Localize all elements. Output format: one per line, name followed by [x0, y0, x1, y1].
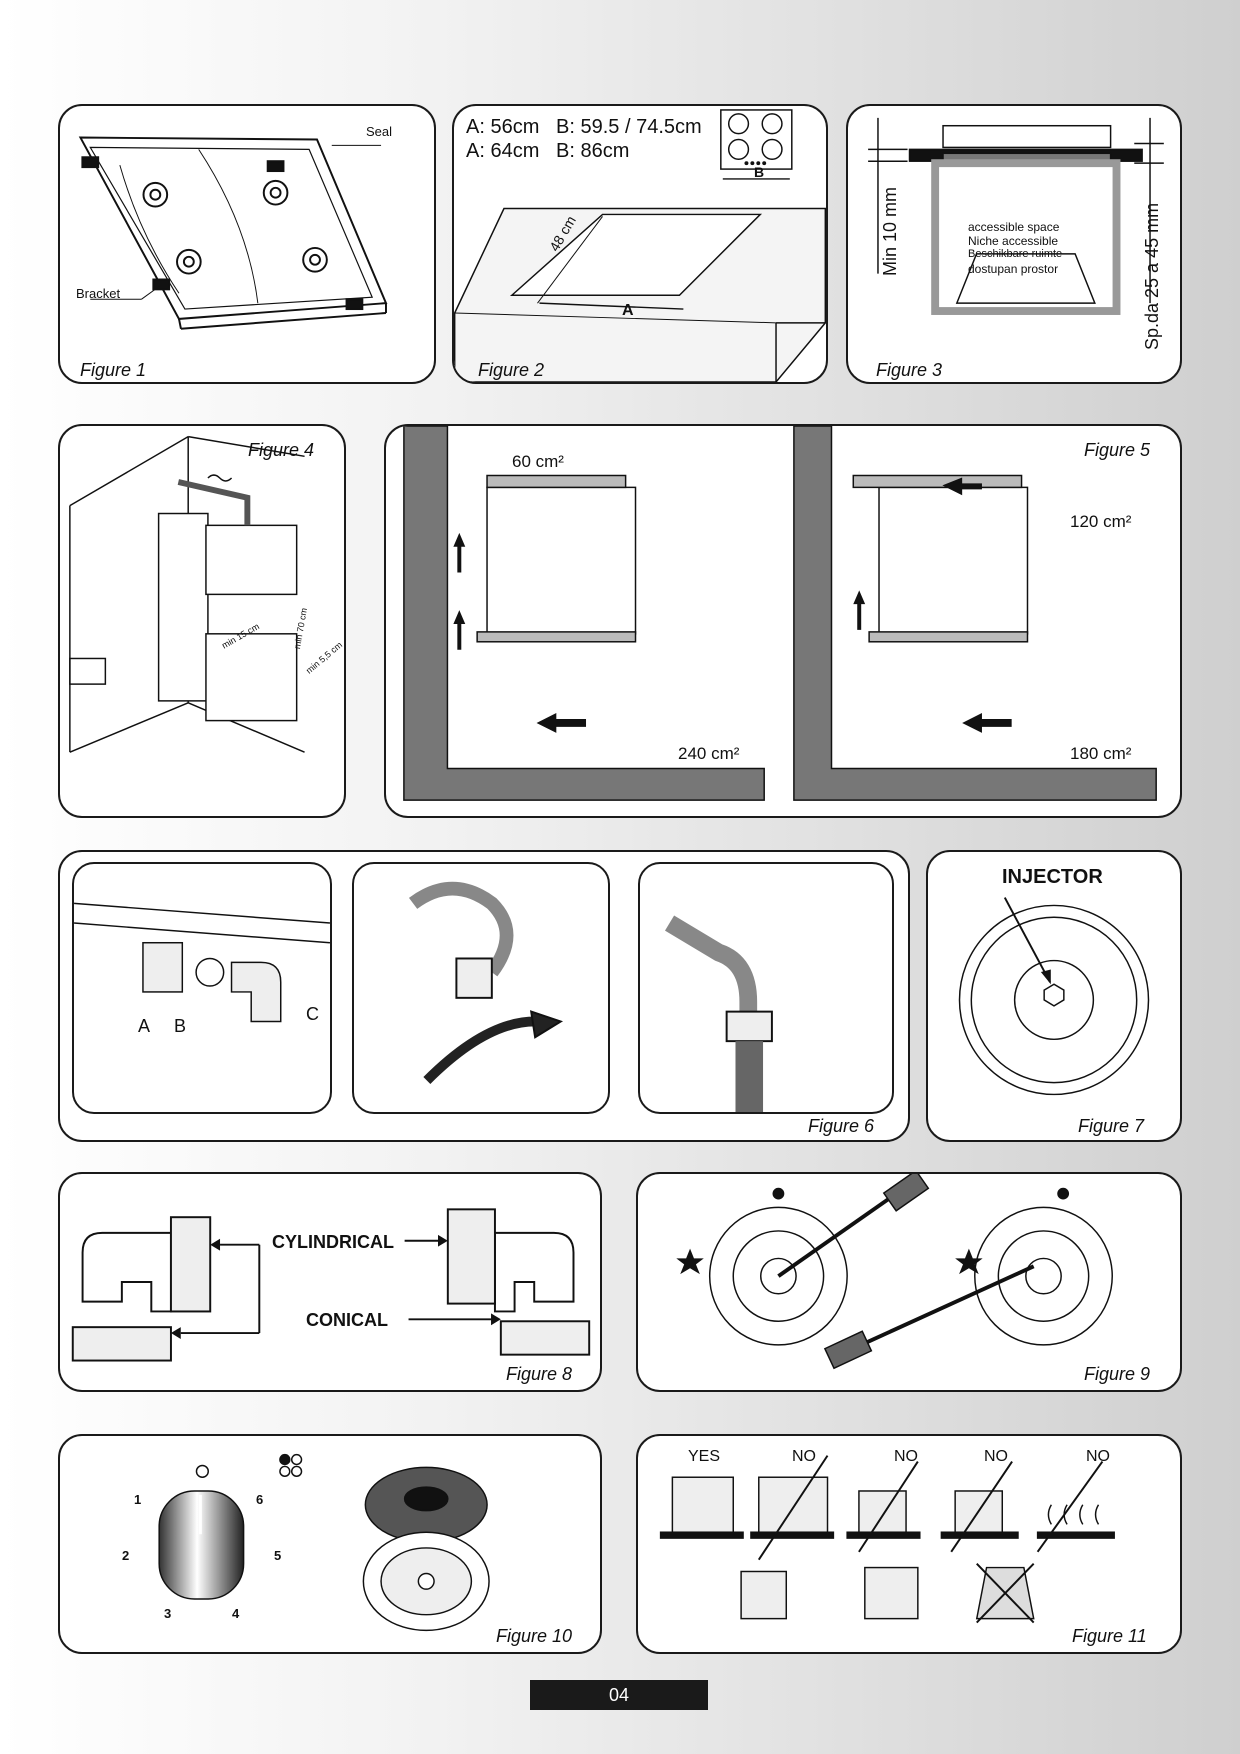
worktop-cutout-illustration: [454, 109, 826, 382]
space-line-4: dostupan prostor: [968, 262, 1059, 276]
figure-6-sub-3: [638, 862, 894, 1114]
dial-3: 3: [164, 1606, 172, 1621]
figure-5-caption: Figure 5: [1084, 440, 1151, 460]
conical-label: CONICAL: [306, 1310, 388, 1330]
wrench-tightening-illustration: [408, 881, 564, 1084]
niche-clearance-illustration: [868, 117, 1164, 315]
label-no-3: NO: [984, 1448, 1008, 1465]
figure-6-sub-2: [352, 862, 610, 1114]
sp-range-label: Sp.da 25 a 45 mm: [1142, 202, 1162, 350]
bracket-label: Bracket: [76, 286, 121, 301]
dial-2: 2: [122, 1548, 130, 1563]
page-number: 04: [530, 1680, 708, 1710]
seal-label: Seal: [366, 124, 393, 139]
label-no-4: NO: [1086, 1448, 1110, 1465]
right-bottom-area: 180 cm²: [1070, 744, 1132, 763]
figure-7-caption: Figure 7: [1078, 1116, 1145, 1136]
figure-10-panel: 1 2 3 4 5 6 Figure 10: [58, 1434, 602, 1654]
part-a-label: A: [138, 1016, 151, 1036]
figure-11-caption: Figure 11: [1072, 1626, 1147, 1646]
figure-6-caption: Figure 6: [808, 1116, 875, 1136]
figure-6-sub-1: A B C: [72, 862, 332, 1114]
hose-fitting-illustration: [664, 915, 773, 1112]
dial-4: 4: [232, 1606, 240, 1621]
figure-7-panel: INJECTOR Figure 7: [926, 850, 1182, 1142]
left-top-area: 60 cm²: [512, 452, 564, 471]
dimension-line-2: A: 64cm B: 86cm: [466, 140, 630, 162]
b-label: B: [754, 164, 765, 180]
label-no-2: NO: [894, 1448, 918, 1465]
kitchen-ventilation-illustration: [69, 435, 305, 753]
figure-2-panel: A: 56cm B: 59.5 / 74.5cm A: 64cm B: 86cm…: [452, 104, 828, 384]
left-bottom-area: 240 cm²: [678, 744, 740, 763]
figure-11-panel: YES NO NO NO NO Figure 11: [636, 1434, 1182, 1654]
figure-9-caption: Figure 9: [1084, 1364, 1151, 1384]
figure-10-caption: Figure 10: [496, 1626, 573, 1646]
figure-4-panel: min 15 cm min 70 cm min 5,5 cm Figure 4: [58, 424, 346, 818]
flame-adjustment-illustration: [676, 1174, 1113, 1370]
gas-connection-parts-illustration: [74, 902, 330, 1023]
right-top-area: 120 cm²: [1070, 512, 1132, 531]
figure-1-panel: Seal Bracket Figure 1: [58, 104, 436, 384]
figure-4-caption: Figure 4: [248, 440, 315, 460]
dimension-line-1: A: 56cm B: 59.5 / 74.5cm: [466, 116, 702, 138]
airflow-illustration: [403, 426, 1157, 801]
part-c-label: C: [306, 1004, 319, 1024]
a-label: A: [622, 302, 634, 319]
cylindrical-label: CYLINDRICAL: [272, 1232, 394, 1252]
pan-usage-illustration: [659, 1455, 1115, 1624]
space-line-3: Beschikbare ruimte: [968, 248, 1063, 260]
figure-8-panel: CYLINDRICAL CONICAL Figure 8: [58, 1172, 602, 1392]
part-b-label: B: [174, 1016, 187, 1036]
burner-injector-illustration: [958, 897, 1150, 1096]
space-line-2: Niche accessible: [968, 234, 1059, 248]
hob-underside-illustration: [78, 136, 388, 330]
figure-8-caption: Figure 8: [506, 1364, 573, 1384]
figure-3-panel: Min 10 mm Sp.da 25 a 45 mm accessible sp…: [846, 104, 1182, 384]
figure-5-panel: 60 cm² 240 cm² 120 cm² 180 cm² Figure 5: [384, 424, 1182, 818]
injector-label: INJECTOR: [1002, 866, 1103, 888]
label-yes: YES: [688, 1448, 721, 1465]
label-no-1: NO: [792, 1448, 816, 1465]
figure-1-caption: Figure 1: [80, 360, 147, 380]
thread-types-illustration: [71, 1208, 591, 1362]
figure-9-panel: Figure 9: [636, 1172, 1182, 1392]
min-10mm-label: Min 10 mm: [880, 186, 900, 276]
figure-3-caption: Figure 3: [876, 360, 943, 380]
figure-6-panel: A B C Figure 6: [58, 850, 910, 1142]
figure-2-caption: Figure 2: [478, 360, 545, 380]
dial-6: 6: [256, 1492, 264, 1507]
space-line-1: accessible space: [968, 220, 1060, 234]
dial-5: 5: [274, 1548, 282, 1563]
dial-1: 1: [134, 1492, 142, 1507]
hotplate-illustration: [158, 1453, 490, 1632]
